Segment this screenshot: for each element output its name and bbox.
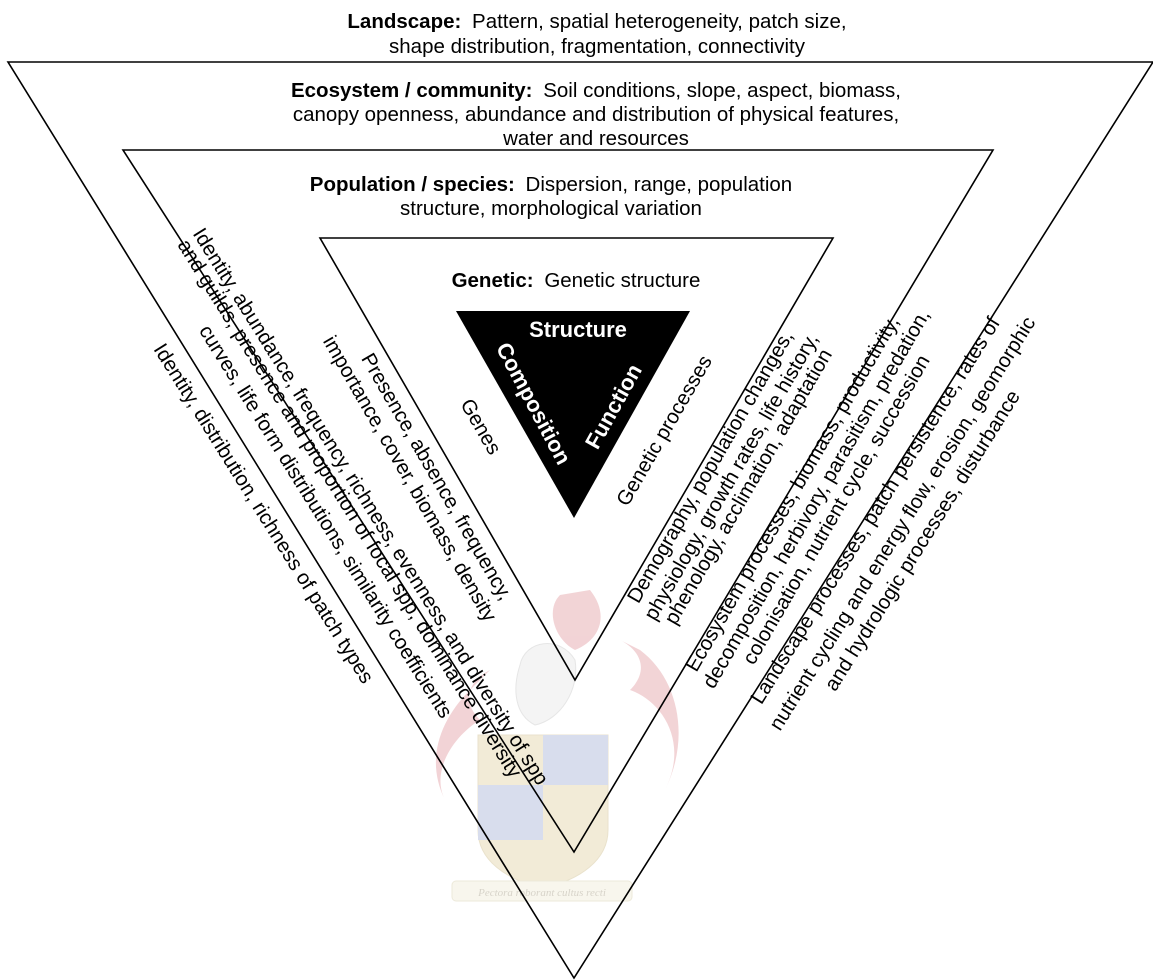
ecosystem-attributes-line2: canopy openness, abundance and distribut… (293, 103, 899, 126)
ecosystem-term: Ecosystem / community: (291, 79, 533, 102)
landscape-triangle (6, 61, 1153, 980)
crest-plume (552, 590, 601, 650)
crest-mantling-left (435, 670, 490, 800)
genetic-heading: Genetic: Genetic structure (452, 269, 701, 292)
crest-motto-scroll (451, 880, 633, 902)
population-attributes-line2: structure, morphological variation (400, 197, 702, 220)
crest-motto: Pectora roborant cultus recti (477, 887, 606, 899)
population-term: Population / species: (310, 173, 515, 196)
landscape-attributes-line2: shape distribution, fragmentation, conne… (389, 35, 806, 58)
landscape-term: Landscape: (347, 10, 461, 33)
genetic-term: Genetic: (452, 269, 534, 292)
crest-mantling-right (620, 640, 679, 790)
landscape-attributes-line1: Pattern, spatial heterogeneity, patch si… (472, 10, 847, 33)
population-triangle (318, 237, 835, 682)
university-crest-watermark: Pectora roborant cultus recti (435, 590, 679, 902)
ecosystem-triangle (121, 149, 995, 854)
population-attributes-line1: Dispersion, range, population (526, 173, 793, 196)
genetic-attributes: Genetic structure (544, 269, 700, 292)
ecosystem-attributes-line3: water and resources (502, 127, 689, 150)
composition-genes-label: Genes (456, 395, 506, 459)
core-triangle (456, 311, 690, 518)
ecosystem-heading: Ecosystem / community: Soil conditions, … (291, 79, 901, 102)
crest-shield-quarter-blue-top (543, 735, 608, 785)
ecosystem-attributes-line1: Soil conditions, slope, aspect, biomass, (543, 79, 901, 102)
landscape-heading: Landscape: Pattern, spatial heterogeneit… (347, 10, 846, 33)
core-structure-label: Structure (529, 317, 627, 342)
composition-ecosystem-line1: Identity, abundance, frequency, richness… (188, 224, 553, 789)
composition-ecosystem-line3: curves, life form distributions, similar… (194, 321, 457, 722)
population-heading: Population / species: Dispersion, range,… (310, 173, 792, 196)
crest-shield-quarter-blue-bottom (478, 785, 543, 840)
crest-helmet (515, 643, 577, 726)
